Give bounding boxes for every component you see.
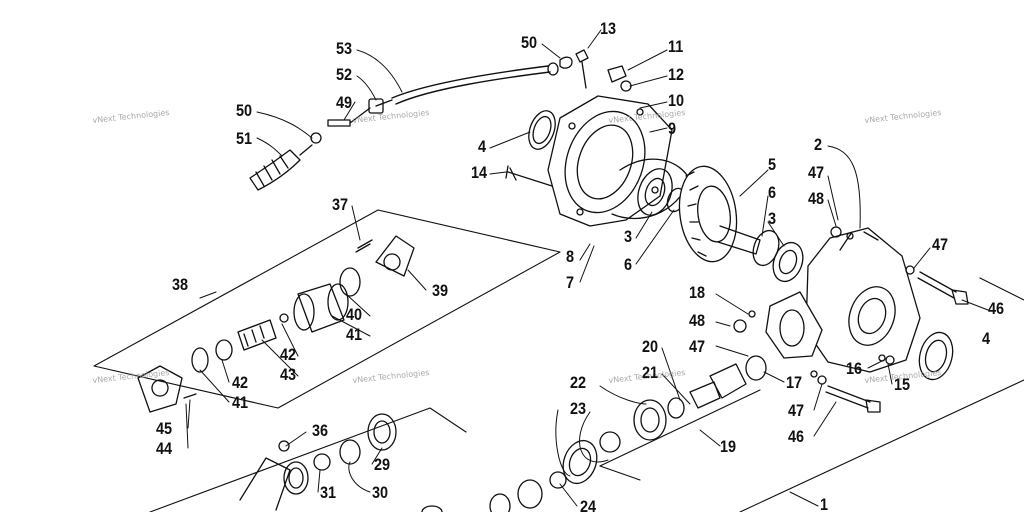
part-label: 22 <box>570 373 587 392</box>
part-label: 15 <box>894 375 911 394</box>
part-label: 40 <box>346 305 363 324</box>
part-label: 43 <box>280 365 297 384</box>
gear-housing <box>765 226 954 381</box>
part-label: 49 <box>336 93 353 112</box>
part-label: 24 <box>580 497 597 516</box>
part-label: 17 <box>786 373 803 392</box>
part-label: 52 <box>336 65 353 84</box>
part-label: 29 <box>374 455 391 474</box>
part-label: 46 <box>788 427 805 446</box>
part-label: 5 <box>768 155 777 174</box>
breather-boot <box>249 144 313 191</box>
part-label: 21 <box>642 363 659 382</box>
part-label: 3 <box>768 209 777 228</box>
part-label: 3 <box>624 227 633 246</box>
part-label: 50 <box>236 101 253 120</box>
part-label: 13 <box>600 19 617 38</box>
part-label: 51 <box>236 129 253 148</box>
part-label: 12 <box>668 65 685 84</box>
part-label: 9 <box>668 119 677 138</box>
part-label: 41 <box>346 325 363 344</box>
part-label: 4 <box>982 329 991 348</box>
part-label: 37 <box>332 195 349 214</box>
part-label: 10 <box>668 91 685 110</box>
pinion-area-parts <box>733 310 895 413</box>
part-label: 47 <box>932 235 949 254</box>
part-label: 48 <box>689 311 706 330</box>
vent-fittings <box>559 49 632 92</box>
bolt-46-upper <box>905 265 969 305</box>
part-label: 31 <box>320 483 337 502</box>
part-label: 42 <box>232 373 249 392</box>
pinion-shaft-assembly <box>489 363 747 512</box>
part-label: 46 <box>988 299 1005 318</box>
part-label: 44 <box>156 439 173 458</box>
part-label: 47 <box>788 401 805 420</box>
part-label: 41 <box>232 393 249 412</box>
part-label: 47 <box>689 337 706 356</box>
part-label: 30 <box>372 483 389 502</box>
part-label: 8 <box>566 247 575 266</box>
part-label: 20 <box>642 337 659 356</box>
part-label: 53 <box>336 39 353 58</box>
part-label: 6 <box>624 255 633 274</box>
part-label: 45 <box>156 419 173 438</box>
part-label: 14 <box>471 163 488 182</box>
breather-hose-assembly <box>249 62 559 191</box>
part-label: 48 <box>808 189 825 208</box>
part-label: 7 <box>566 273 575 292</box>
part-label: 50 <box>521 33 538 52</box>
group-brackets <box>93 209 1024 512</box>
part-label: 11 <box>668 37 684 56</box>
bolt-14 <box>505 165 553 187</box>
leader-lines <box>185 29 989 507</box>
part-label: 18 <box>689 283 706 302</box>
ring-gear <box>678 165 804 283</box>
part-label: 23 <box>570 399 587 418</box>
part-label: 47 <box>808 163 825 182</box>
lower-left-assembly <box>239 413 443 512</box>
part-label: 42 <box>280 345 297 364</box>
part-label: 6 <box>768 183 777 202</box>
part-label: 38 <box>172 275 189 294</box>
part-label: 2 <box>814 135 823 154</box>
part-label: 1 <box>820 495 829 514</box>
part-label: 39 <box>432 281 449 300</box>
part-label: 36 <box>312 421 329 440</box>
output-shaft-assembly <box>137 235 415 413</box>
part-label: 4 <box>478 137 487 156</box>
part-label: 19 <box>720 437 737 456</box>
part-label: 16 <box>846 359 863 378</box>
